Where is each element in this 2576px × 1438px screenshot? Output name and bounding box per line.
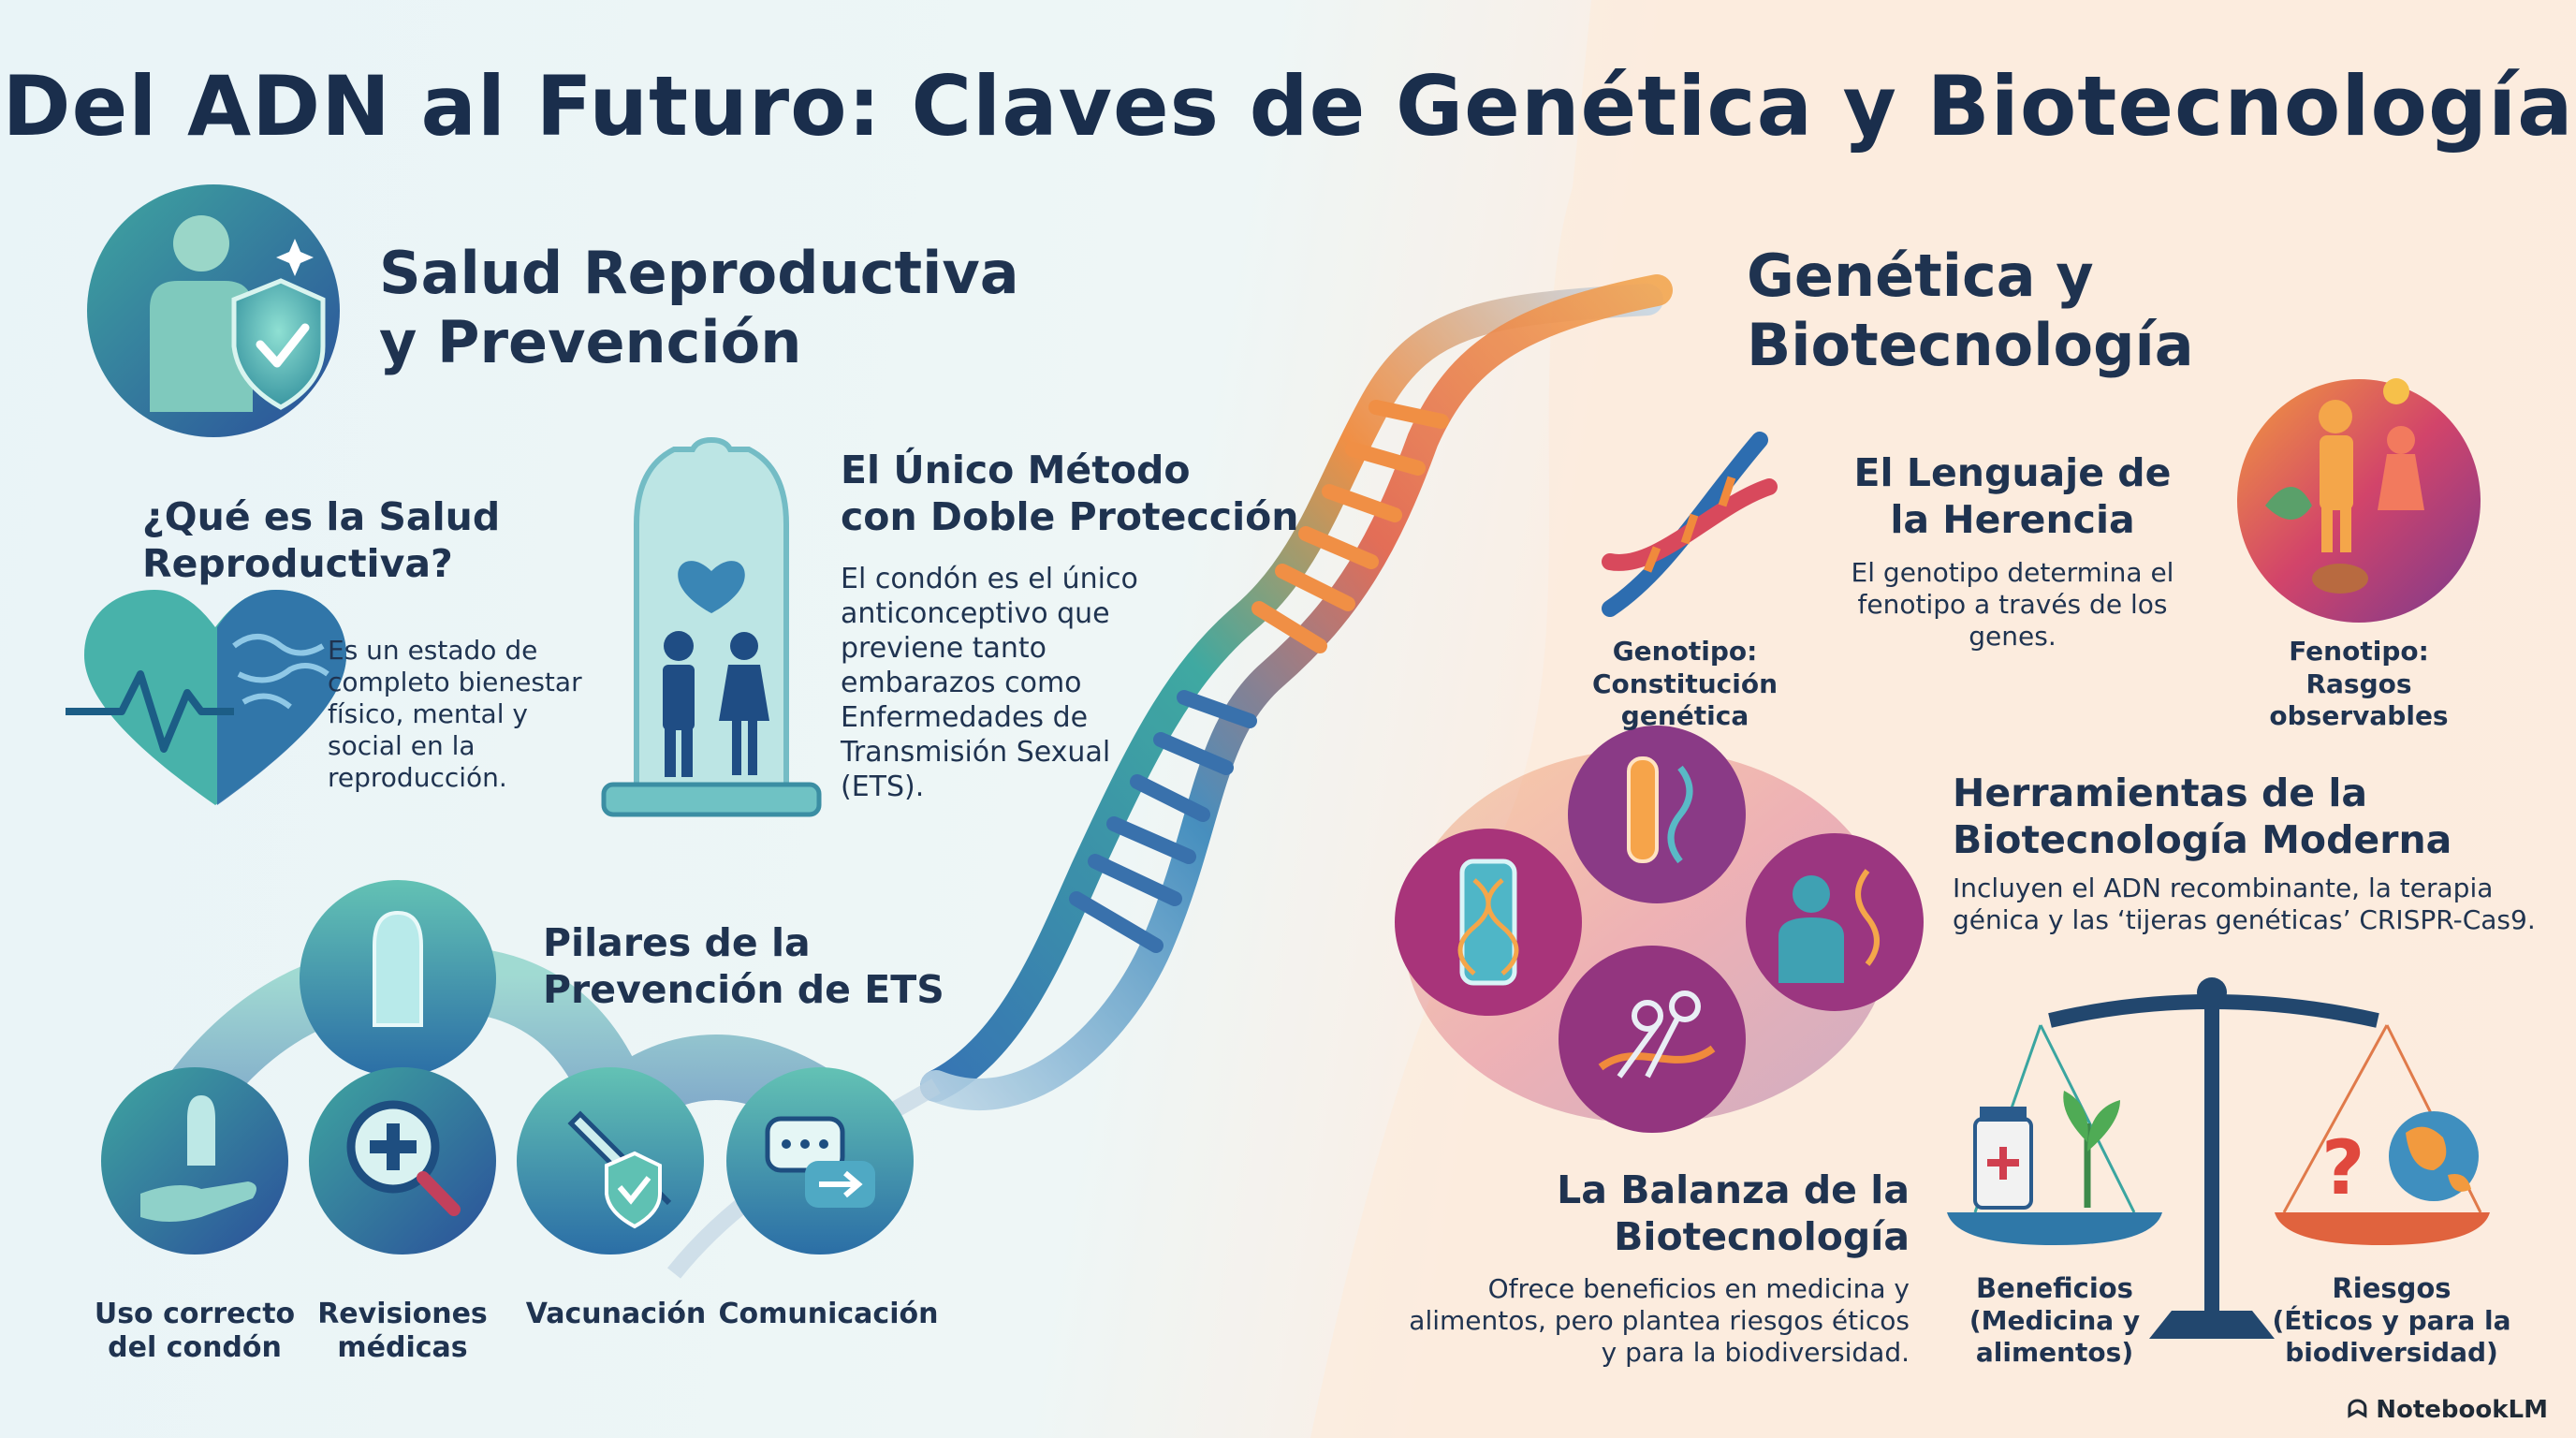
what-text-line: reproducción. bbox=[328, 762, 507, 793]
left-section-heading: Salud Reproductiva y Prevención bbox=[379, 239, 1019, 377]
tools-text-line1: Incluyen el ADN recombinante, la terapia bbox=[1953, 873, 2494, 903]
medical-checkup-icon bbox=[346, 1100, 461, 1216]
pillar-vaccine-label: Vacunación bbox=[513, 1298, 719, 1331]
heredity-text: El genotipo determina el fenotipo a trav… bbox=[1811, 557, 2214, 653]
what-is-text: Es un estado de completo bienestar físic… bbox=[328, 635, 582, 794]
balance-title-line2: Biotecnología bbox=[1614, 1214, 1910, 1259]
tools-title: Herramientas de la Biotecnología Moderna bbox=[1953, 770, 2452, 863]
balance-scale-icon: ? bbox=[1947, 977, 2490, 1339]
benefits-sub-line2: alimentos) bbox=[1975, 1337, 2134, 1368]
risks-sub-line1: (Éticos y para la bbox=[2272, 1305, 2511, 1336]
method-text-line: previene tanto bbox=[841, 632, 1047, 665]
heredity-title-line2: la Herencia bbox=[1890, 497, 2135, 542]
balance-title-line1: La Balanza de la bbox=[1557, 1167, 1910, 1212]
hand-condom-icon bbox=[140, 1095, 256, 1222]
page-title: Del ADN al Futuro: Claves de Genética y … bbox=[2, 58, 2574, 154]
balance-text-line1: Ofrece beneficios en medicina y bbox=[1487, 1273, 1910, 1304]
benefits-label: Beneficios bbox=[1976, 1272, 2133, 1304]
method-text-line: anticonceptivo que bbox=[841, 597, 1110, 630]
pillar-label-line: Uso correcto bbox=[94, 1298, 296, 1330]
tools-title-line2: Biotecnología Moderna bbox=[1953, 817, 2452, 862]
pillar-checkup-label: Revisiones médicas bbox=[300, 1298, 505, 1365]
what-is-title-line1: ¿Qué es la Salud bbox=[142, 494, 501, 539]
method-title-line1: El Único Método bbox=[841, 448, 1191, 492]
heredity-title-line1: El Lenguaje de bbox=[1853, 450, 2172, 495]
right-heading-line1: Genética y bbox=[1747, 242, 2094, 310]
svg-text:?: ? bbox=[2321, 1124, 2364, 1211]
what-text-line: completo bienestar bbox=[328, 667, 582, 697]
tools-title-line1: Herramientas de la bbox=[1953, 770, 2368, 815]
balance-text-line2: alimentos, pero plantea riesgos éticos bbox=[1409, 1305, 1910, 1336]
pillar-label-line: médicas bbox=[337, 1331, 468, 1364]
condom-couple-icon bbox=[601, 436, 822, 817]
genotype-caption: Genotipo: Constitución genética bbox=[1535, 635, 1835, 732]
pillar-label-line: Vacunación bbox=[525, 1298, 707, 1330]
method-text-line: (ETS). bbox=[841, 770, 925, 803]
method-title-line2: con Doble Protección bbox=[841, 494, 1299, 539]
method-title: El Único Método con Doble Protección bbox=[841, 447, 1298, 540]
phenotype-label: Fenotipo: bbox=[2289, 636, 2429, 667]
dna-vial-icon bbox=[1457, 858, 1519, 986]
genotype-dna-icon bbox=[1602, 432, 1778, 617]
right-heading-line2: Biotecnología bbox=[1747, 311, 2194, 379]
balance-title: La Balanza de la Biotecnología bbox=[1535, 1167, 1910, 1260]
method-text-line: El condón es el único bbox=[841, 563, 1138, 595]
pillars-title-line1: Pilares de la bbox=[543, 920, 811, 965]
brand-logo-icon: ᗣ bbox=[2347, 1396, 2368, 1424]
benefits-caption: Beneficios (Medicina y alimentos) bbox=[1947, 1271, 2162, 1369]
brand-label: NotebookLM bbox=[2376, 1396, 2548, 1424]
genotype-text: Constitución genética bbox=[1591, 668, 1778, 731]
left-heading-line2: y Prevención bbox=[379, 308, 802, 376]
what-text-line: social en la bbox=[328, 730, 476, 761]
pillar-label-line: Revisiones bbox=[317, 1298, 488, 1330]
heart-brain-icon bbox=[66, 590, 346, 805]
phenotype-text: Rasgos observables bbox=[2269, 668, 2449, 731]
pillar-label-line: del condón bbox=[108, 1331, 282, 1364]
risks-sub-line2: biodiversidad) bbox=[2285, 1337, 2498, 1368]
phenotype-caption: Fenotipo: Rasgos observables bbox=[2218, 635, 2499, 732]
pillar-communication-label: Comunicación bbox=[711, 1298, 945, 1331]
heredity-title: El Lenguaje de la Herencia bbox=[1835, 449, 2190, 543]
risks-label: Riesgos bbox=[2332, 1272, 2452, 1304]
heredity-text-line2: fenotipo a través de los genes. bbox=[1857, 589, 2168, 652]
tools-text-line2: génica y las ‘tijeras genéticas’ CRISPR-… bbox=[1953, 904, 2536, 935]
gene-therapy-icon bbox=[1778, 869, 1880, 983]
vaccine-icon bbox=[567, 1110, 672, 1229]
what-is-title-line2: Reproductiva? bbox=[142, 541, 453, 586]
what-text-line: físico, mental y bbox=[328, 698, 528, 729]
method-text-line: embarazos como bbox=[841, 667, 1082, 699]
tools-text: Incluyen el ADN recombinante, la terapia… bbox=[1953, 873, 2536, 936]
what-is-title: ¿Qué es la Salud Reproductiva? bbox=[142, 493, 500, 587]
pillars-title: Pilares de la Prevención de ETS bbox=[543, 919, 944, 1013]
left-heading-line1: Salud Reproductiva bbox=[379, 239, 1019, 307]
crispr-scissors-icon bbox=[1598, 990, 1716, 1078]
pillar-condom-label: Uso correcto del condón bbox=[82, 1298, 307, 1365]
balance-text-line3: y para la biodiversidad. bbox=[1601, 1337, 1910, 1368]
notebooklm-brand: ᗣ NotebookLM bbox=[2348, 1396, 2548, 1425]
what-text-line: Es un estado de bbox=[328, 635, 538, 666]
balance-text: Ofrece beneficios en medicina y alimento… bbox=[1404, 1273, 1910, 1369]
right-section-heading: Genética y Biotecnología bbox=[1747, 242, 2194, 380]
pillars-network bbox=[101, 880, 914, 1255]
method-text: El condón es el único anticonceptivo que… bbox=[841, 562, 1138, 804]
phenotype-family-icon bbox=[2237, 378, 2481, 623]
genotype-label: Genotipo: bbox=[1612, 636, 1758, 667]
heredity-text-line1: El genotipo determina el bbox=[1851, 557, 2174, 588]
pillar-label-line: Comunicación bbox=[718, 1298, 939, 1330]
chat-bubbles-icon bbox=[765, 1116, 875, 1208]
biotech-tools-cluster bbox=[1395, 726, 1924, 1133]
method-text-line: Enfermedades de bbox=[841, 701, 1089, 734]
risks-caption: Riesgos (Éticos y para la biodiversidad) bbox=[2270, 1271, 2513, 1369]
benefits-sub-line1: (Medicina y bbox=[1969, 1305, 2141, 1336]
person-shield-icon bbox=[87, 184, 340, 437]
pillars-title-line2: Prevención de ETS bbox=[543, 967, 944, 1012]
test-tube-icon bbox=[1627, 756, 1693, 864]
method-text-line: Transmisión Sexual bbox=[841, 736, 1111, 769]
